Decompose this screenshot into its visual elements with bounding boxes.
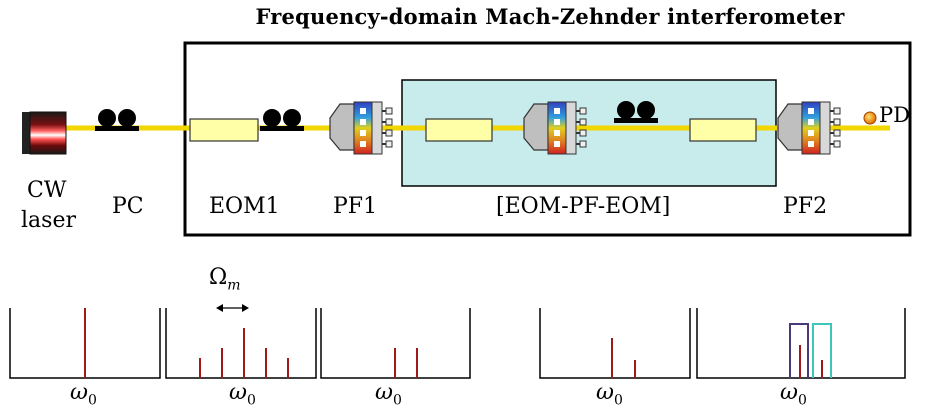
omega0-label-4: ω0	[596, 380, 623, 408]
pc-label: PC	[112, 194, 144, 219]
omega0-symbol: ω	[229, 380, 247, 405]
pf2-label: PF2	[783, 194, 828, 219]
omega-m-label: Ωm	[209, 265, 241, 293]
omega0-subscript: 0	[392, 392, 402, 409]
modulation-spacing-arrow	[216, 304, 249, 312]
eom-a-icon	[425, 118, 493, 142]
pf1-label: PF1	[333, 194, 378, 219]
omega0-label-2: ω0	[229, 380, 256, 408]
omega0-subscript: 0	[797, 392, 807, 409]
omega0-label-1: ω0	[70, 380, 97, 408]
omega-m-symbol: Ω	[209, 265, 228, 290]
polarization-controller-2-icon	[260, 109, 304, 131]
omega0-symbol: ω	[375, 380, 393, 405]
filter-passband-a	[789, 323, 809, 378]
omega0-subscript: 0	[246, 392, 256, 409]
cw-laser-label-line2: laser	[21, 208, 76, 233]
eom1-label: EOM1	[209, 194, 280, 219]
omega0-subscript: 0	[613, 392, 623, 409]
eom1-icon	[189, 118, 259, 142]
omega0-symbol: ω	[596, 380, 614, 405]
eom-b-icon	[689, 118, 757, 142]
omega0-symbol: ω	[70, 380, 88, 405]
polarization-controller-icon	[95, 109, 139, 131]
cw-laser-icon	[22, 111, 67, 155]
omega0-label-5: ω0	[780, 380, 807, 408]
spectral-lines	[84, 308, 823, 378]
omega-m-subscript: m	[227, 277, 241, 294]
eom-pf-eom-label: [EOM-PF-EOM]	[496, 194, 671, 219]
diagram-title: Frequency-domain Mach-Zehnder interferom…	[255, 4, 845, 29]
omega0-symbol: ω	[780, 380, 798, 405]
photodiode-icon	[863, 111, 877, 125]
interferometer-box	[183, 41, 912, 237]
pd-label: PD	[879, 103, 910, 127]
omega0-subscript: 0	[87, 392, 97, 409]
filter-passband-b	[812, 323, 832, 378]
cw-laser-label-line1: CW	[27, 178, 67, 203]
spectrum-frames	[9, 308, 906, 379]
omega0-label-3: ω0	[375, 380, 402, 408]
